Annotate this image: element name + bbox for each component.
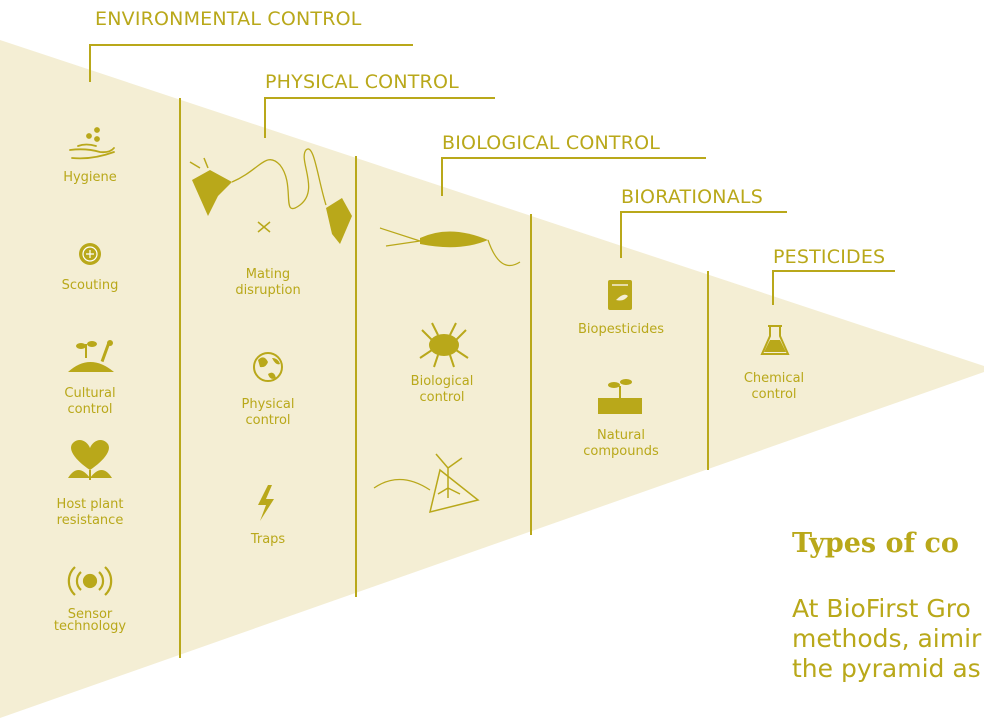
types-body-line-3: the pyramid as [792, 654, 981, 683]
label-bio-line-1: Biological [410, 374, 474, 389]
label-physical-line-2: control [245, 413, 291, 428]
label-chemical-line-1: Chemical [743, 371, 805, 386]
label-sensor-technology: Sensor technology [40, 607, 140, 634]
pest-connector [772, 270, 895, 305]
mosquito-icon [373, 453, 480, 514]
types-body-line-2: methods, aimir [792, 624, 982, 653]
hygiene-icon [69, 127, 115, 160]
label-chemical-control: Chemical control [724, 371, 824, 403]
label-sensor-line-1: Sensor [67, 607, 113, 622]
label-host-line-1: Host plant [56, 497, 124, 512]
mite-icon [419, 322, 469, 368]
label-host-line-2: resistance [56, 513, 124, 528]
label-mating-line-1: Mating [245, 267, 291, 282]
header-pesticides: PESTICIDES [773, 246, 886, 268]
globe-icon [253, 352, 283, 382]
label-natural-line-1: Natural [597, 428, 645, 443]
sensor-icon [67, 566, 113, 596]
types-body-text: At BioFirst Gro methods, aimir the pyram… [792, 594, 984, 684]
label-cultural-control: Cultural control [40, 386, 140, 418]
types-body-line-1: At BioFirst Gro [792, 594, 971, 623]
mating-disruption-icon [189, 148, 352, 244]
label-physical-control: Physical control [218, 397, 318, 429]
chemical-flask-icon [760, 325, 790, 355]
host-plant-icon [68, 439, 112, 480]
lacewing-icon [379, 227, 521, 267]
types-heading: Types of co [792, 528, 959, 559]
label-physical-line-1: Physical [241, 397, 295, 412]
env-connector [89, 44, 413, 82]
label-bio-line-2: control [419, 390, 465, 405]
label-mating-disruption: Mating disruption [218, 267, 318, 299]
natural-compounds-icon [598, 379, 642, 414]
header-biorationals: BIORATIONALS [621, 186, 763, 208]
label-hygiene: Hygiene [63, 170, 117, 185]
biorat-connector [620, 211, 787, 258]
pyramid-triangle [0, 40, 984, 718]
biopesticide-bag-icon [608, 280, 632, 310]
label-sensor-line-2: technology [53, 619, 127, 634]
label-traps: Traps [250, 532, 286, 547]
header-physical-control: PHYSICAL CONTROL [265, 71, 459, 93]
bio-connector [441, 157, 706, 196]
header-environmental-control: ENVIRONMENTAL CONTROL [95, 8, 362, 30]
label-biological-control: Biological control [392, 374, 492, 406]
cultural-control-icon [68, 340, 114, 372]
header-biological-control: BIOLOGICAL CONTROL [442, 132, 661, 154]
label-scouting: Scouting [61, 278, 119, 293]
label-chemical-line-2: control [751, 387, 797, 402]
label-mating-line-2: disruption [235, 283, 301, 298]
label-host-plant-resistance: Host plant resistance [40, 497, 140, 529]
lightning-icon [258, 485, 274, 521]
label-natural-line-2: compounds [583, 444, 659, 459]
phys-connector [264, 97, 495, 138]
label-natural-compounds: Natural compounds [566, 428, 676, 460]
scouting-icon [79, 243, 101, 265]
label-biopesticides: Biopesticides [578, 322, 664, 337]
label-cultural-line-1: Cultural [64, 386, 116, 401]
label-cultural-line-2: control [67, 402, 113, 417]
